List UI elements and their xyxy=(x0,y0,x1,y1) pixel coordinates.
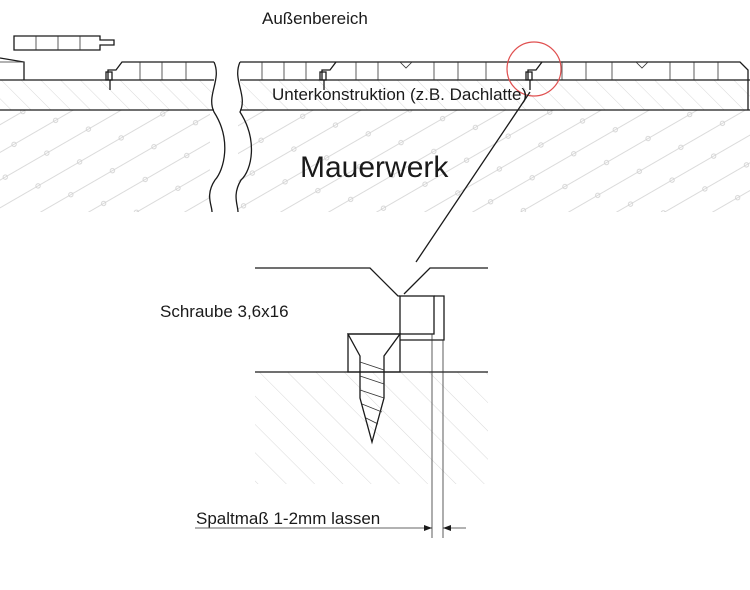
label-substructure: Unterkonstruktion (z.B. Dachlatte) xyxy=(272,85,527,104)
break-lines xyxy=(209,61,253,213)
label-screw: Schraube 3,6x16 xyxy=(160,302,289,321)
label-gap: Spaltmaß 1-2mm lassen xyxy=(196,509,380,528)
detail-leader-line xyxy=(415,91,531,263)
boards-left xyxy=(0,61,214,80)
boards-right xyxy=(240,61,749,80)
detail-highlight-circle xyxy=(506,41,562,97)
detail-view xyxy=(195,267,488,538)
masonry-area xyxy=(0,110,750,212)
overview-clips xyxy=(105,71,533,90)
loose-board xyxy=(0,35,115,80)
label-outside: Außenbereich xyxy=(262,9,368,28)
label-masonry: Mauerwerk xyxy=(300,151,449,184)
